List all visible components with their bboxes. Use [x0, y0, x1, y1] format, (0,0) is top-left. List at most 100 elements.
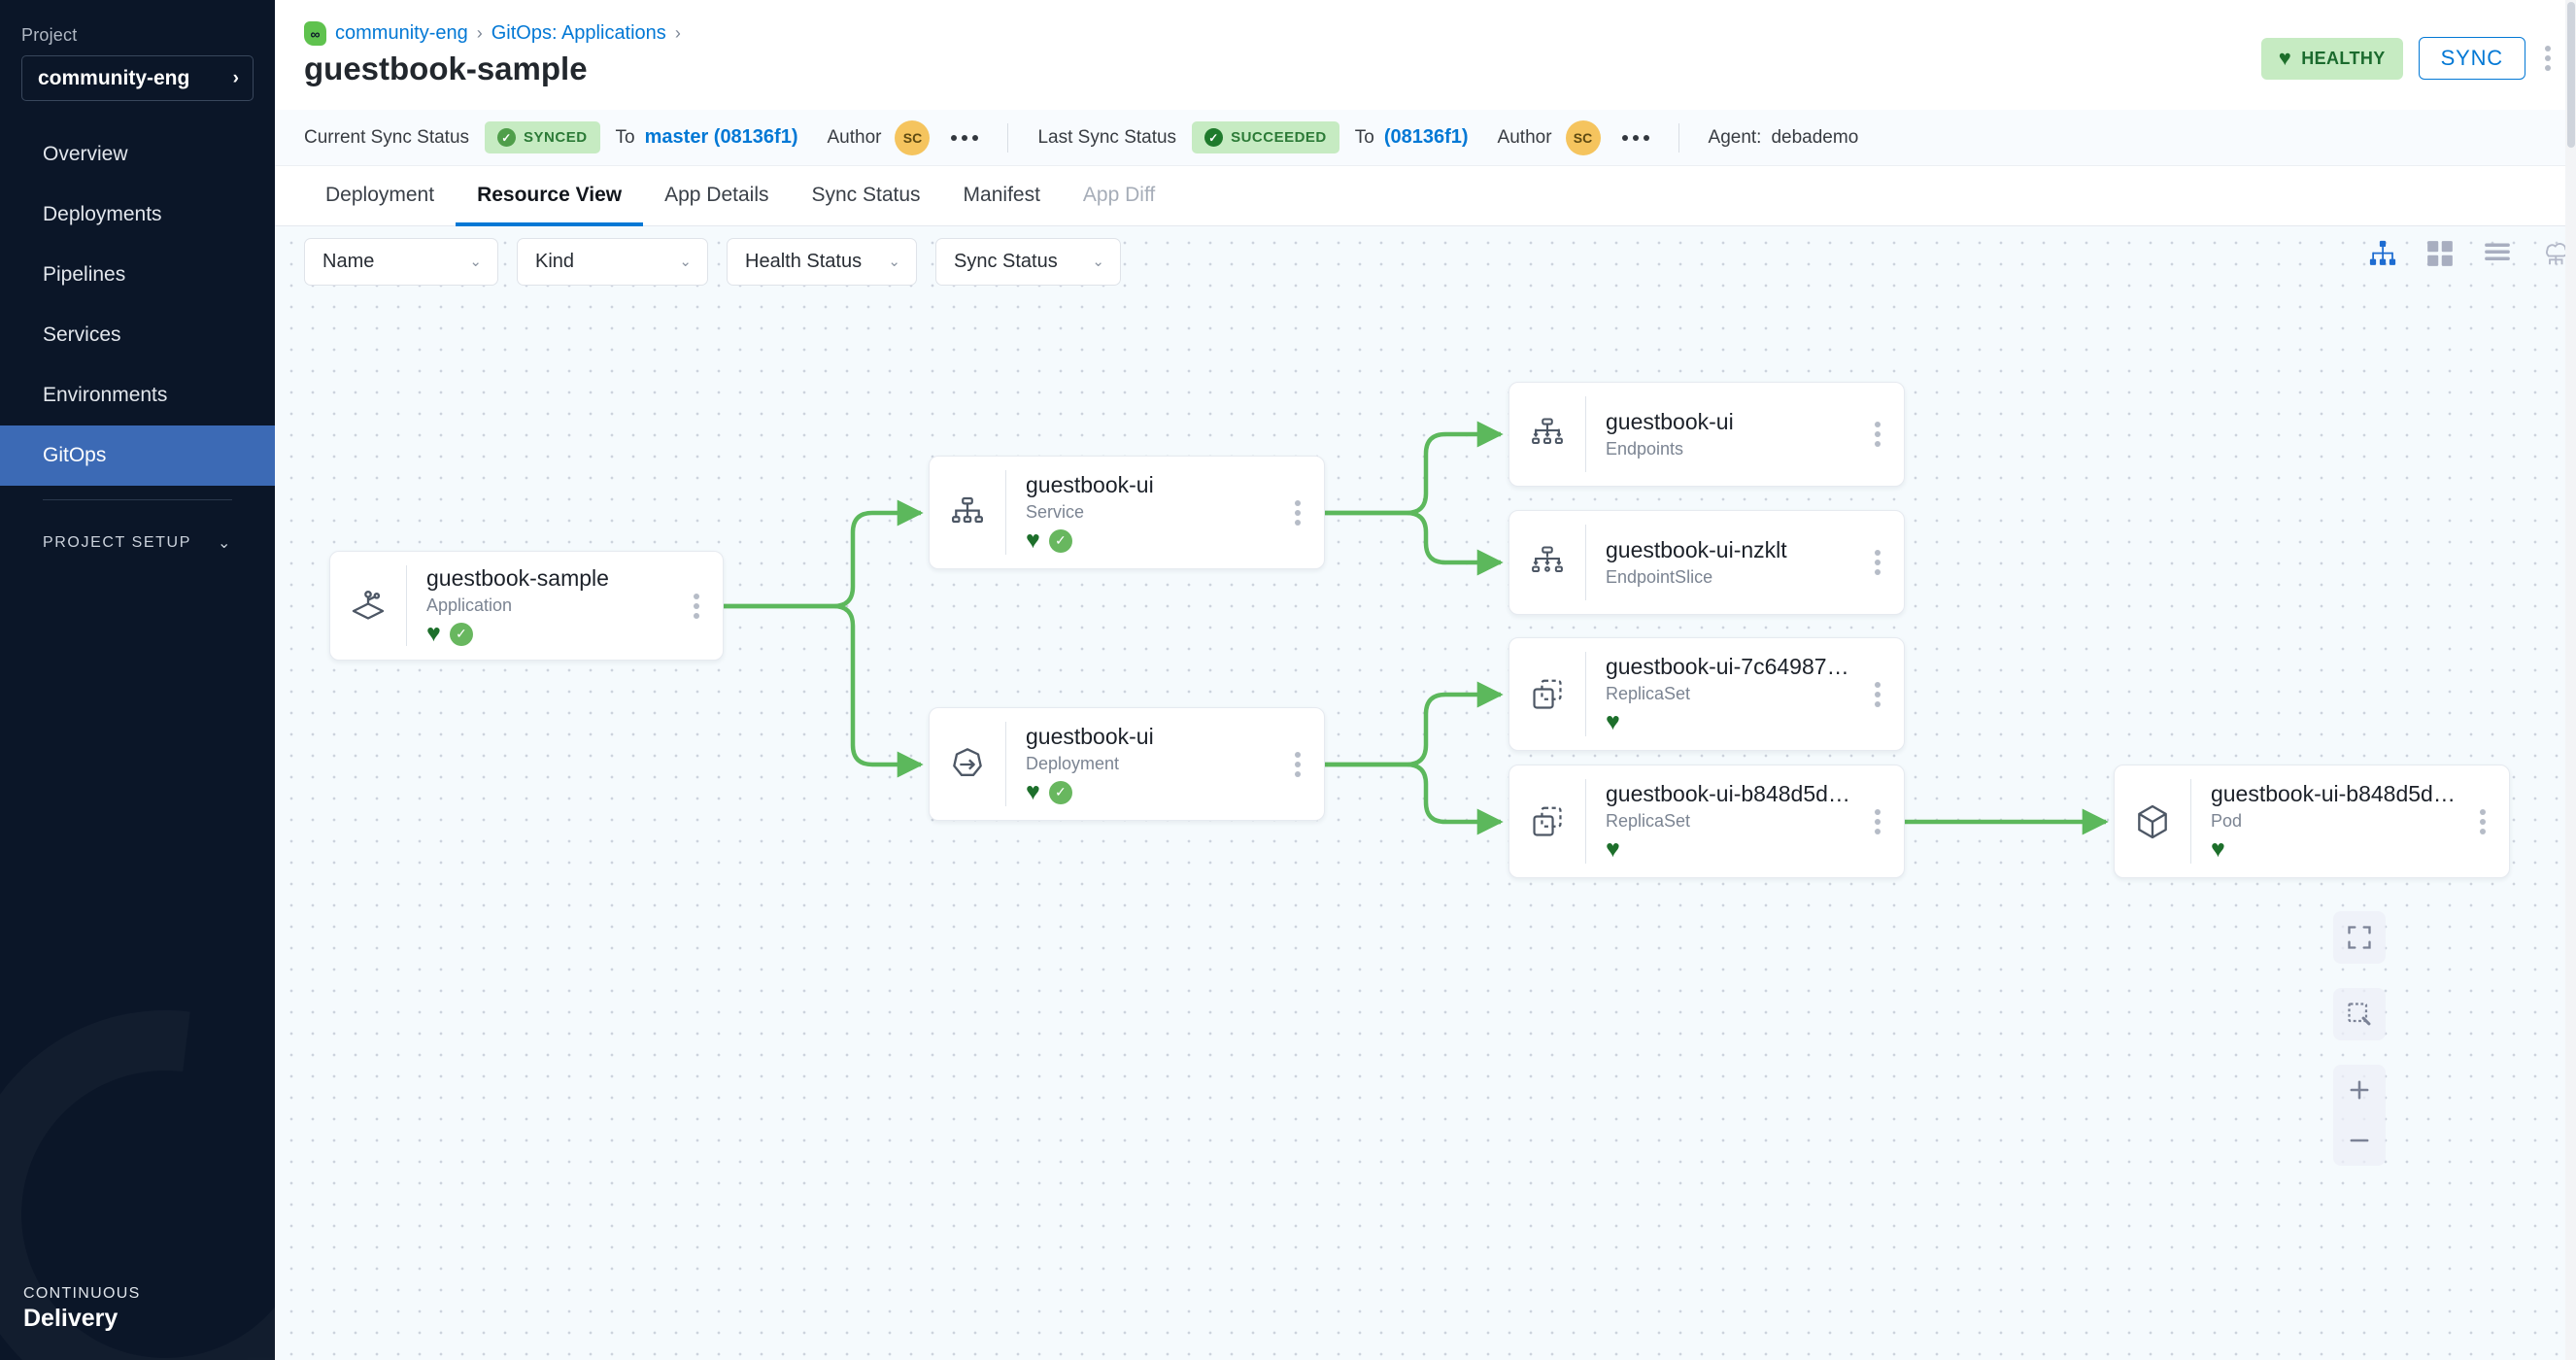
- scrollbar-thumb[interactable]: [2567, 2, 2575, 148]
- node-menu-icon[interactable]: [1271, 748, 1324, 781]
- last-more-icon[interactable]: [1621, 134, 1649, 141]
- replicaset-icon: [1509, 676, 1585, 713]
- sync-status-bar: Current Sync Status ✓ SYNCED To master (…: [275, 110, 2576, 166]
- sync-check-icon: ✓: [449, 622, 473, 646]
- resource-graph-canvas[interactable]: Name ⌄ Kind ⌄ Health Status ⌄ Sync Statu…: [275, 226, 2576, 1360]
- chevron-down-icon: ⌄: [1092, 254, 1104, 270]
- tab-manifest[interactable]: Manifest: [963, 183, 1040, 206]
- sync-check-icon: ✓: [1048, 528, 1072, 553]
- breadcrumb-separator-icon: ›: [674, 23, 681, 43]
- grid-view-icon[interactable]: [2424, 238, 2456, 269]
- list-view-icon[interactable]: [2482, 238, 2513, 269]
- project-setup-toggle[interactable]: PROJECT SETUP ⌄: [0, 522, 275, 564]
- node-divider: [1585, 652, 1586, 736]
- sidebar-item-label: Pipelines: [43, 263, 126, 286]
- last-sync-status-chip: ✓ SUCCEEDED: [1192, 121, 1339, 153]
- node-menu-icon[interactable]: [2457, 805, 2509, 838]
- heart-icon: ♥: [2210, 835, 2225, 863]
- chevron-right-icon: ›: [232, 67, 239, 88]
- project-label: Project: [21, 25, 78, 45]
- heart-icon: ♥: [1026, 527, 1040, 554]
- page-scrollbar[interactable]: [2565, 0, 2576, 1360]
- node-body: guestbook-ui Service ♥ ✓: [1006, 472, 1271, 553]
- node-body: guestbook-ui-nzklt EndpointSlice: [1586, 537, 1851, 588]
- filter-sync-status-select[interactable]: Sync Status ⌄: [935, 237, 1121, 286]
- node-body: guestbook-ui-b848d5d9d ReplicaSet ♥: [1586, 781, 1851, 862]
- tree-view-icon[interactable]: [2367, 238, 2398, 269]
- graph-node-deployment[interactable]: guestbook-ui Deployment ♥ ✓: [929, 707, 1325, 821]
- check-icon: ✓: [1204, 128, 1224, 147]
- project-selector[interactable]: community-eng ›: [21, 55, 254, 101]
- select-area-button[interactable]: [2333, 988, 2386, 1040]
- last-sync-status-label: Last Sync Status: [1037, 126, 1177, 148]
- graph-node-endpointslice[interactable]: guestbook-ui-nzklt EndpointSlice: [1508, 510, 1905, 615]
- node-status: ♥ ✓: [1026, 528, 1271, 553]
- graph-node-application[interactable]: guestbook-sample Application ♥ ✓: [329, 551, 724, 661]
- tab-app-details[interactable]: App Details: [664, 183, 769, 206]
- node-divider: [406, 565, 407, 646]
- tab-app-diff: App Diff: [1082, 183, 1156, 206]
- last-revision-link[interactable]: (08136f1): [1383, 126, 1469, 148]
- current-more-icon[interactable]: [951, 134, 979, 141]
- breadcrumb-link-project[interactable]: community-eng: [335, 22, 468, 44]
- sidebar-item-overview[interactable]: Overview: [0, 124, 275, 185]
- sidebar-item-gitops[interactable]: GitOps: [0, 425, 275, 486]
- node-name: guestbook-ui-7c64987dc9: [1605, 654, 1851, 679]
- graph-node-service[interactable]: guestbook-ui Service ♥ ✓: [929, 456, 1325, 569]
- current-sync-status-label: Current Sync Status: [304, 126, 470, 148]
- endpointslice-icon: [1509, 544, 1585, 581]
- sidebar-item-pipelines[interactable]: Pipelines: [0, 245, 275, 305]
- filter-health-status-select[interactable]: Health Status ⌄: [727, 237, 917, 286]
- tab-sync-status[interactable]: Sync Status: [811, 183, 921, 206]
- sidebar-item-deployments[interactable]: Deployments: [0, 185, 275, 245]
- node-status: ♥: [1606, 710, 1851, 734]
- node-menu-icon[interactable]: [1851, 805, 1904, 838]
- node-kind: Endpoints: [1606, 439, 1684, 459]
- current-author-label: Author: [827, 126, 882, 148]
- tab-bar: Deployment Resource View App Details Syn…: [275, 166, 2576, 226]
- status-badge-healthy: ♥ HEALTHY: [2260, 37, 2403, 80]
- sync-button[interactable]: SYNC: [2418, 37, 2525, 80]
- current-revision-link[interactable]: master (08136f1): [644, 126, 798, 148]
- deployment-icon: [930, 745, 1005, 784]
- sidebar-item-services[interactable]: Services: [0, 305, 275, 365]
- node-menu-icon[interactable]: [1271, 496, 1324, 529]
- node-name: guestbook-ui: [1606, 409, 1734, 434]
- breadcrumb-separator-icon: ›: [476, 23, 483, 43]
- graph-node-pod[interactable]: guestbook-ui-b848d5d9… Pod ♥: [2114, 765, 2510, 878]
- status-divider: [1007, 122, 1009, 153]
- graph-node-replicaset-2[interactable]: guestbook-ui-b848d5d9d ReplicaSet ♥: [1508, 765, 1905, 878]
- filter-kind-select[interactable]: Kind ⌄: [517, 237, 708, 286]
- harness-logo-icon: ∞: [304, 21, 326, 46]
- chevron-down-icon: ⌄: [469, 254, 482, 270]
- service-icon: [930, 494, 1005, 531]
- node-kind: EndpointSlice: [1606, 567, 1713, 587]
- graph-node-endpoints[interactable]: guestbook-ui Endpoints: [1508, 382, 1905, 487]
- endpoints-icon: [1509, 416, 1585, 453]
- sidebar-item-environments[interactable]: Environments: [0, 365, 275, 425]
- agent-name: debademo: [1771, 126, 1859, 148]
- last-author-label: Author: [1497, 126, 1552, 148]
- sidebar-nav: Overview Deployments Pipelines Services …: [0, 124, 275, 486]
- node-menu-icon[interactable]: [1851, 546, 1904, 579]
- node-name: guestbook-ui: [1026, 472, 1154, 497]
- node-menu-icon[interactable]: [670, 590, 723, 623]
- fit-screen-button[interactable]: [2333, 911, 2386, 964]
- zoom-in-button[interactable]: [2333, 1065, 2386, 1115]
- node-kind: Pod: [2210, 811, 2242, 831]
- node-status: ♥ ✓: [426, 622, 670, 646]
- graph-node-replicaset-1[interactable]: guestbook-ui-7c64987dc9 ReplicaSet ♥: [1508, 637, 1905, 751]
- check-icon: ✓: [497, 128, 517, 147]
- breadcrumb-link-applications[interactable]: GitOps: Applications: [491, 22, 666, 44]
- node-menu-icon[interactable]: [1851, 678, 1904, 711]
- more-options-icon[interactable]: [2541, 42, 2555, 75]
- tab-resource-view[interactable]: Resource View: [456, 167, 644, 226]
- filter-name-select[interactable]: Name ⌄: [304, 237, 498, 286]
- sidebar-item-label: Services: [43, 323, 121, 346]
- node-menu-icon[interactable]: [1851, 418, 1904, 451]
- tab-deployment[interactable]: Deployment: [325, 183, 435, 206]
- last-to-label: To: [1354, 126, 1374, 148]
- network-view-icon[interactable]: [2539, 238, 2570, 269]
- zoom-out-button[interactable]: [2333, 1115, 2386, 1166]
- node-divider: [1585, 525, 1586, 600]
